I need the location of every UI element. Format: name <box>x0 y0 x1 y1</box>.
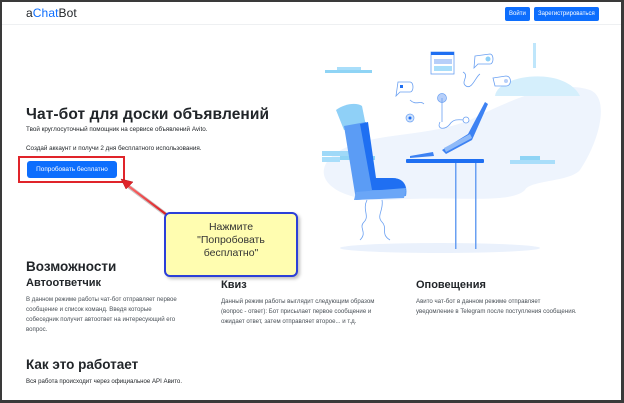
feature-text-line: Авито чат-бот в данном режиме отправляет <box>416 298 541 305</box>
register-button[interactable]: Зарегистрироваться <box>534 7 599 21</box>
brand-prefix: a <box>26 6 33 20</box>
login-button[interactable]: Войти <box>505 7 530 21</box>
how-it-works-text: Вся работа происходит через официальное … <box>26 378 183 385</box>
callout-line-1: Нажмите <box>208 221 254 233</box>
feature-text-line: вопрос. <box>26 326 48 333</box>
feature-autoresponder-title: Автоответчик <box>26 277 101 289</box>
brand-accent: Chat <box>32 6 59 20</box>
brand-suffix: Bot <box>58 6 77 20</box>
callout-line-3: бесплатно" <box>203 247 259 259</box>
feature-notifications-title: Оповещения <box>416 279 486 291</box>
feature-quiz-title: Квиз <box>221 279 247 291</box>
red-highlight-box <box>18 156 125 183</box>
feature-text-line: собеседник получит автоответ на интересу… <box>26 316 176 323</box>
hero-title: Чат-бот для доски объявлений <box>26 106 270 123</box>
feature-text-line: В данном режиме работы чат-бот отправляе… <box>26 296 177 303</box>
feature-text-line: сообщение и список команд. Введя которые <box>26 306 152 313</box>
features-title: Возможности <box>26 259 117 274</box>
feature-text-line: уведомление в Telegram после поступления… <box>416 308 577 315</box>
instruction-callout: Нажмите "Попробовать бесплатно" <box>164 212 298 277</box>
hero-cta-text: Создай аккаунт и получи 2 дня бесплатног… <box>26 145 202 152</box>
navbar: aChatBot Войти Зарегистрироваться <box>0 0 624 25</box>
how-it-works-title: Как это работает <box>26 357 139 372</box>
red-arrow-icon <box>120 178 170 218</box>
hero-subtitle: Твой круглосуточный помощник на сервисе … <box>26 126 208 133</box>
feature-text-line: (вопрос - ответ): Бот присылает первое с… <box>221 308 372 315</box>
brand-logo[interactable]: aChatBot <box>26 6 77 20</box>
hero-illustration <box>322 43 601 253</box>
feature-notifications-text: Авито чат-бот в данном режиме отправляет… <box>416 297 577 317</box>
try-free-button[interactable]: Попробовать бесплатно <box>27 161 117 178</box>
feature-autoresponder-text: В данном режиме работы чат-бот отправляе… <box>26 295 177 335</box>
feature-text-line: Данный режим работы выглядит следующим о… <box>221 298 375 305</box>
feature-text-line: ожидает ответ, затем отправляет второе..… <box>221 318 357 325</box>
callout-line-2: "Попробовать <box>197 234 265 246</box>
feature-quiz-text: Данный режим работы выглядит следующим о… <box>221 297 374 327</box>
